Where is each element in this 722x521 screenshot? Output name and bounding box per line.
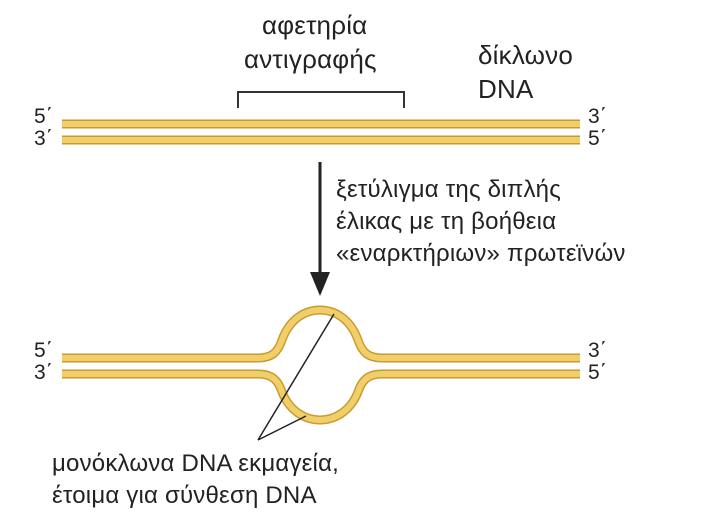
bubble-upper-strand: [62, 310, 580, 358]
dsdna-label-line1: δίκλωνο: [478, 42, 573, 68]
top-right-3prime: 3΄: [588, 106, 607, 127]
top-left-3prime: 3΄: [34, 128, 53, 149]
template-label-line1: μονόκλωνα DNA εκμαγεία,: [52, 452, 339, 476]
origin-label-line2: αντιγραφής: [244, 46, 377, 72]
unwinding-arrow: [310, 162, 330, 296]
dsdna-label-line2: DNA: [478, 76, 534, 102]
bottom-right-3prime: 3΄: [588, 340, 607, 361]
origin-label-line1: αφετηρία: [262, 12, 367, 38]
dsdna-bubble: [62, 310, 580, 420]
bubble-lower-strand-edge: [62, 374, 580, 420]
step-text-line2: έλικας με τη βοήθεια: [336, 210, 556, 234]
bottom-right-5prime: 5΄: [588, 362, 607, 383]
bubble-upper-strand-edge: [62, 310, 580, 358]
dsdna-top: [62, 124, 580, 140]
bottom-left-5prime: 5΄: [34, 340, 53, 361]
step-text-line3: «εναρκτήριων» πρωτεϊνών: [336, 242, 626, 266]
top-left-5prime: 5΄: [34, 106, 53, 127]
top-right-5prime: 5΄: [588, 128, 607, 149]
step-text-line1: ξετύλιγμα της διπλής: [336, 178, 561, 202]
arrow-head: [310, 272, 330, 296]
bottom-left-3prime: 3΄: [34, 362, 53, 383]
template-label-line2: έτοιμα για σύνθεση DNA: [52, 484, 317, 508]
bubble-lower-strand: [62, 374, 580, 420]
origin-bracket: [238, 92, 404, 108]
